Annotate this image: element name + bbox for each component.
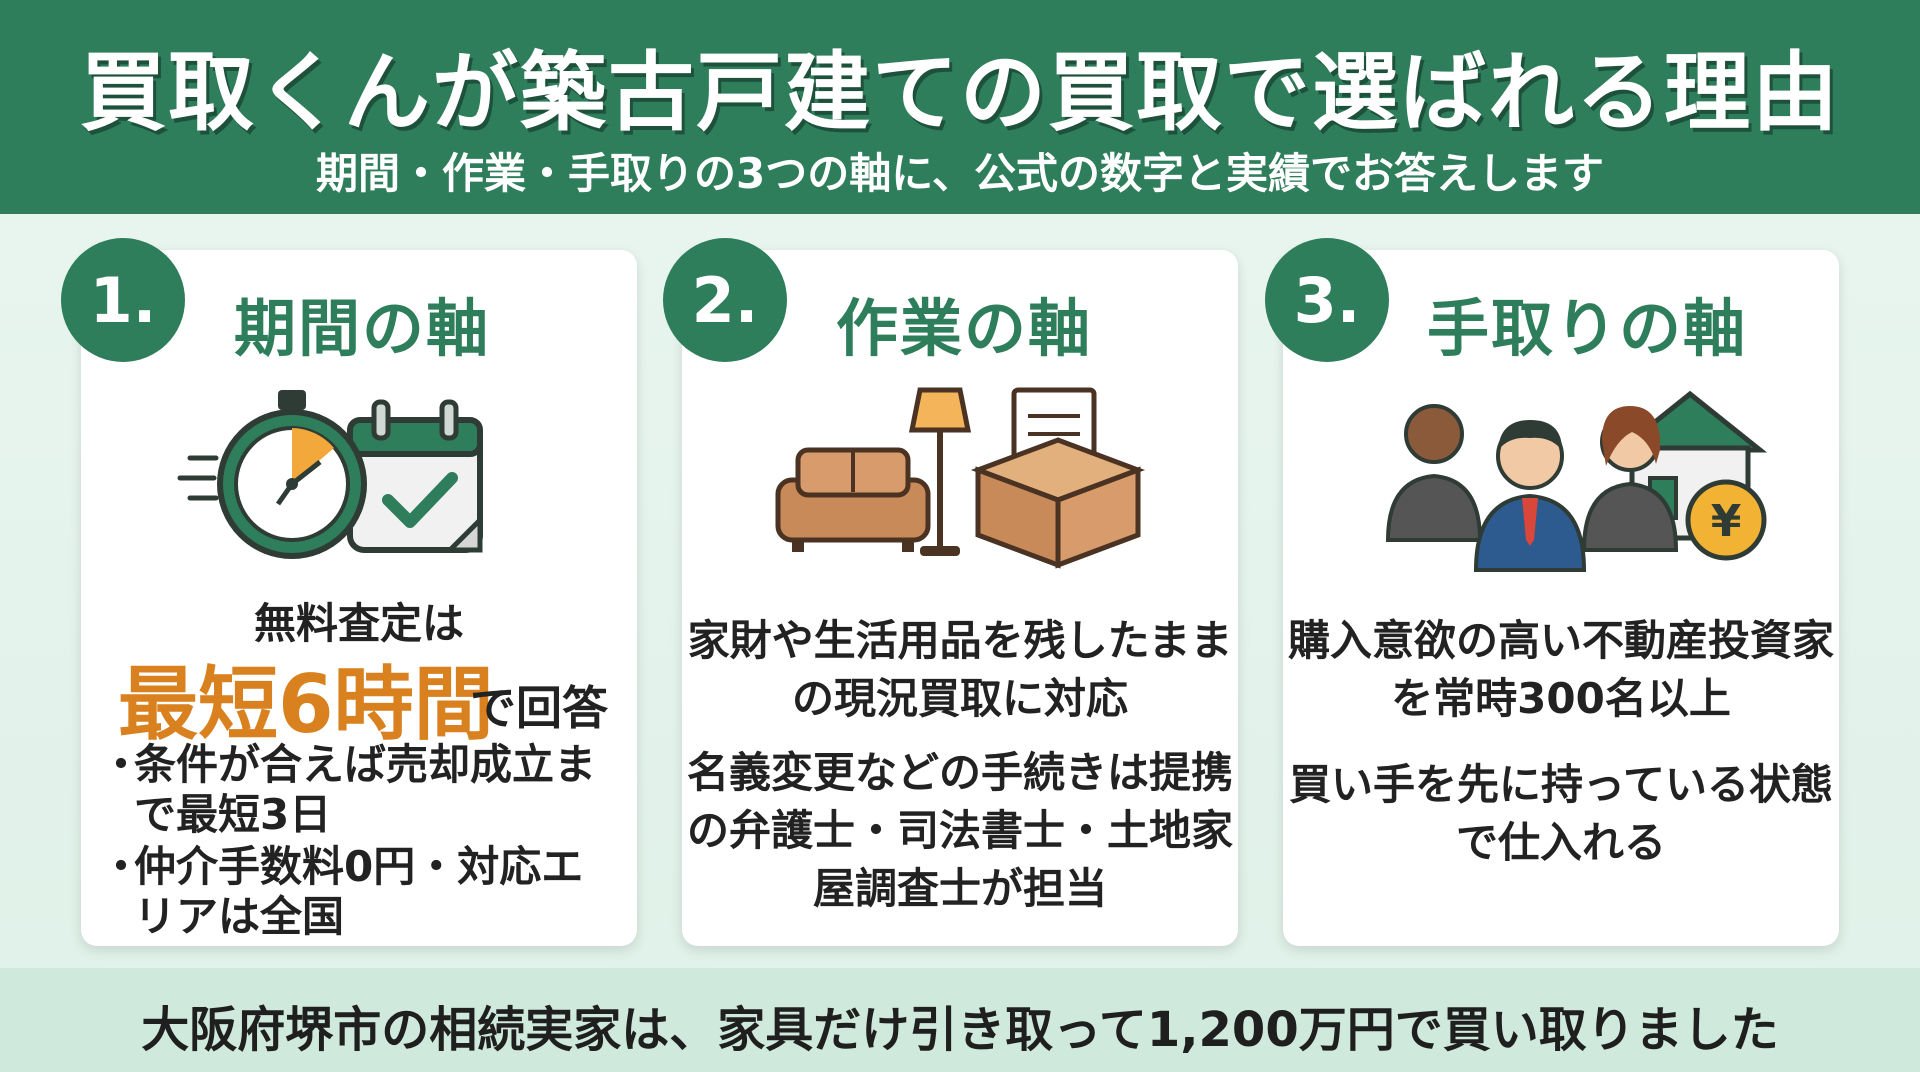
- highlight-tail: で回答: [470, 681, 608, 735]
- card-paragraph: 家財や生活用品を残したままの現況買取に対応: [687, 616, 1233, 723]
- page-title: 買取くんが築古戸建ての買取で選ばれる理由: [80, 43, 1840, 143]
- highlight-time: 最短6時間: [118, 658, 494, 751]
- card-heading: 作業の軸: [836, 292, 1093, 365]
- bullet-list: 条件が合えば売却成立まで最短3日 仲介手数料0円・対応エリアは全国: [100, 740, 600, 944]
- card-paragraph: 購入意欲の高い不動産投資家を常時300名以上: [1287, 616, 1834, 723]
- header-band: [0, 0, 1920, 214]
- bullet-item: 条件が合えば売却成立まで最短3日: [100, 740, 600, 840]
- card-heading: 手取りの軸: [1427, 292, 1748, 365]
- footer-text: 大阪府堺市の相続実家は、家具だけ引き取って1,200万円で買い取りました: [141, 1002, 1779, 1058]
- footer-band: [0, 968, 1920, 1072]
- card-number-badge: 2.: [663, 238, 787, 362]
- card-work: [682, 250, 1238, 946]
- investors-house-yen-icon: ¥: [1370, 380, 1770, 584]
- card-lead-text: 無料査定は: [253, 599, 464, 648]
- card-heading: 期間の軸: [234, 292, 491, 365]
- card-number-badge: 1.: [61, 238, 185, 362]
- card-paragraph: 買い手を先に持っている状態で仕入れる: [1289, 760, 1833, 867]
- card-paragraph: 名義変更などの手続きは提携の弁護士・司法書士・土地家屋調査士が担当: [686, 748, 1233, 913]
- card-number-badge: 3.: [1265, 238, 1389, 362]
- card-proceeds: [1283, 250, 1839, 946]
- furniture-box-icon: [768, 380, 1158, 574]
- stopwatch-calendar-icon: [170, 380, 510, 574]
- page-subtitle: 期間・作業・手取りの3つの軸に、公式の数字と実績でお答えします: [316, 149, 1604, 198]
- svg-text:¥: ¥: [1711, 496, 1742, 547]
- bullet-item: 仲介手数料0円・対応エリアは全国: [100, 842, 600, 942]
